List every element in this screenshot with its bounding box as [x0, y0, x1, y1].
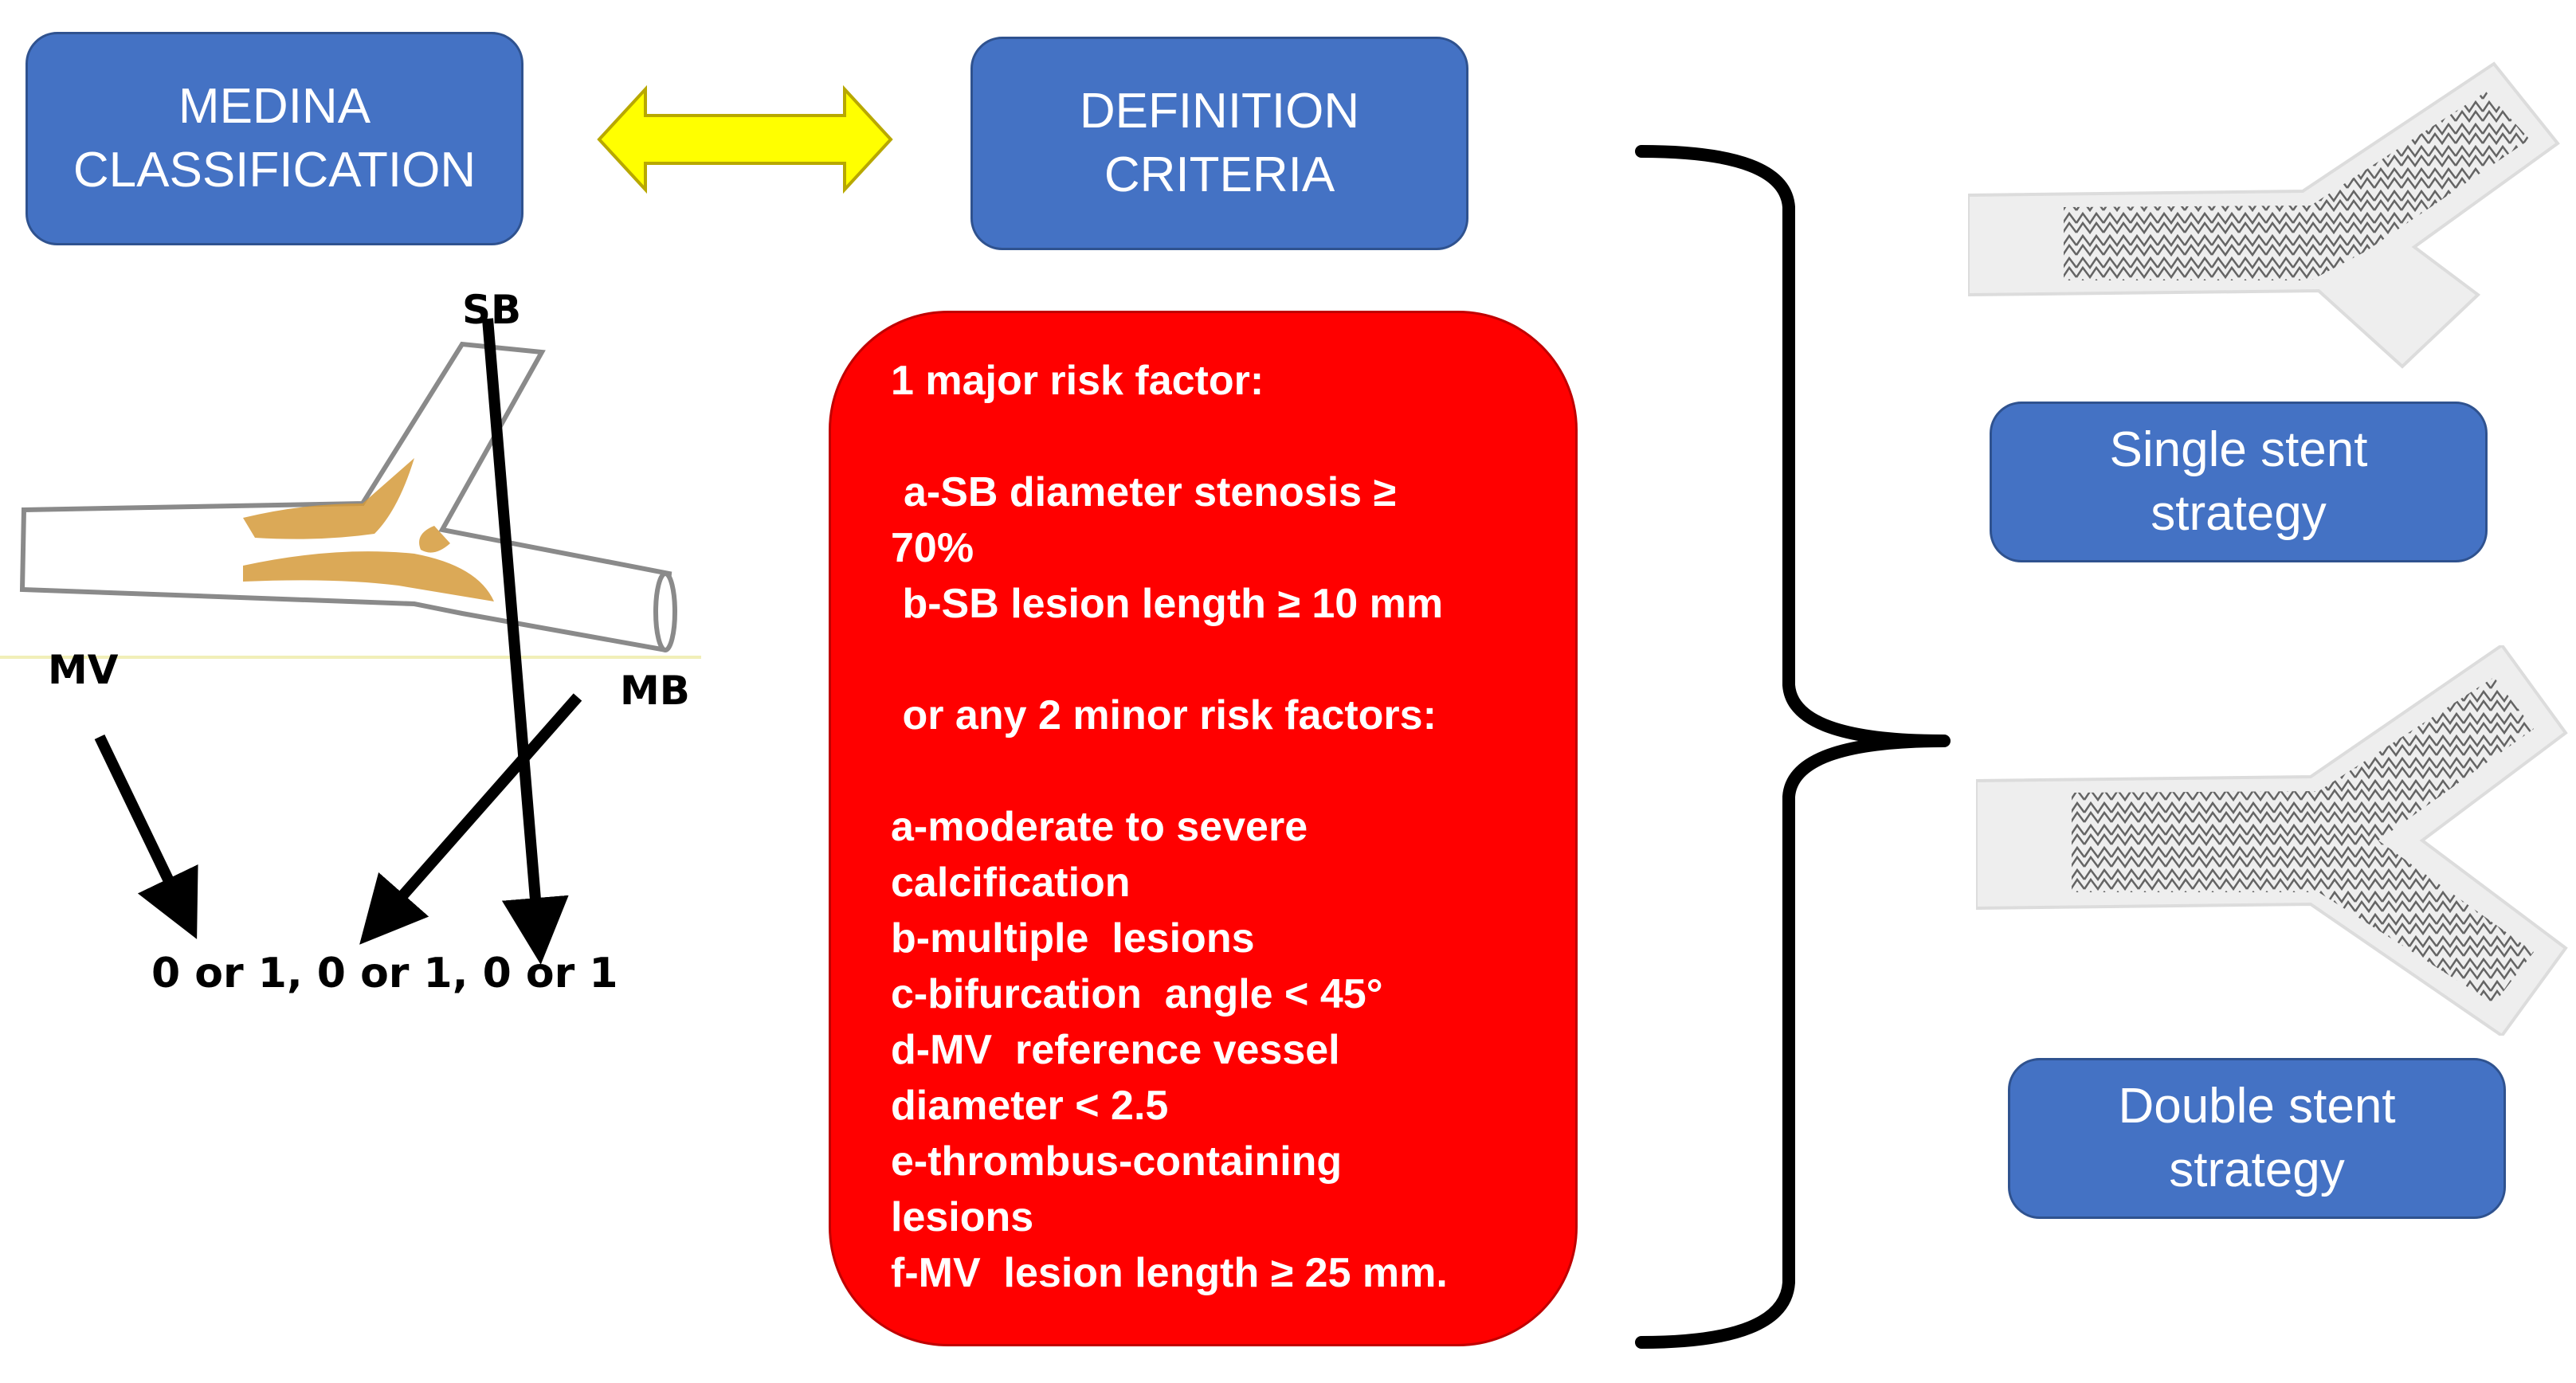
- minor-item: diameter < 2.5: [891, 1083, 1169, 1129]
- minor-heading: or any 2 minor risk factors:: [891, 692, 1437, 739]
- arrow-mb: [359, 693, 582, 945]
- spacer: [891, 409, 1543, 464]
- spacer: [891, 743, 1543, 799]
- minor-item: a-moderate to severe: [891, 804, 1308, 850]
- double-stent-line-2: strategy: [2169, 1142, 2345, 1197]
- medina-line-2: CLASSIFICATION: [73, 143, 476, 198]
- double-stent-strategy-box: Double stent strategy: [2008, 1058, 2506, 1219]
- minor-item: d-MV reference vessel: [891, 1027, 1340, 1073]
- single-stent-line-1: Single stent: [2109, 422, 2368, 477]
- minor-item: c-bifurcation angle < 45°: [891, 971, 1383, 1017]
- definition-line-2: CRITERIA: [1104, 147, 1335, 202]
- plaque-carina: [419, 526, 450, 553]
- risk-criteria-box: 1 major risk factor: a-SB diameter steno…: [829, 311, 1578, 1346]
- single-stent-strategy-box: Single stent strategy: [1990, 402, 2488, 562]
- major-item-1: a-SB diameter stenosis ≥: [904, 469, 1397, 515]
- arrow-mv: [94, 734, 198, 939]
- double-stent-line-1: Double stent: [2118, 1079, 2396, 1134]
- major-item-2: b-SB lesion length ≥ 10 mm: [891, 581, 1444, 627]
- vessel-outline: [19, 341, 672, 652]
- minor-item: b-multiple lesions: [891, 915, 1255, 962]
- medina-classification-box: MEDINA CLASSIFICATION: [25, 32, 523, 245]
- bifurcation-vessel-illustration: [0, 318, 701, 965]
- minor-item: calcification: [891, 860, 1131, 906]
- double-stent-illustration: [1976, 645, 2568, 1036]
- medina-code: 0 or 1, 0 or 1, 0 or 1: [151, 950, 618, 997]
- definition-line-1: DEFINITION: [1079, 84, 1360, 139]
- medina-line-1: MEDINA: [178, 79, 371, 134]
- curly-brace: [1635, 145, 1951, 1349]
- double-arrow-icon: [597, 84, 893, 194]
- minor-item: lesions: [891, 1194, 1034, 1240]
- plaque-upper: [243, 458, 414, 539]
- single-stent-illustration: [1968, 61, 2560, 369]
- minor-item: f-MV lesion length ≥ 25 mm.: [891, 1250, 1448, 1296]
- major-item-1-cont: 70%: [891, 525, 974, 571]
- plaque-lower: [243, 551, 494, 601]
- label-mv: MV: [48, 647, 119, 693]
- arrow-sb: [482, 318, 569, 965]
- definition-criteria-box: DEFINITION CRITERIA: [970, 37, 1468, 250]
- label-mb: MB: [620, 668, 690, 714]
- label-sb: SB: [462, 287, 522, 333]
- spacer: [891, 632, 1543, 688]
- major-heading: 1 major risk factor:: [891, 358, 1264, 404]
- single-stent-line-2: strategy: [2151, 486, 2327, 541]
- minor-item: e-thrombus-containing: [891, 1138, 1343, 1185]
